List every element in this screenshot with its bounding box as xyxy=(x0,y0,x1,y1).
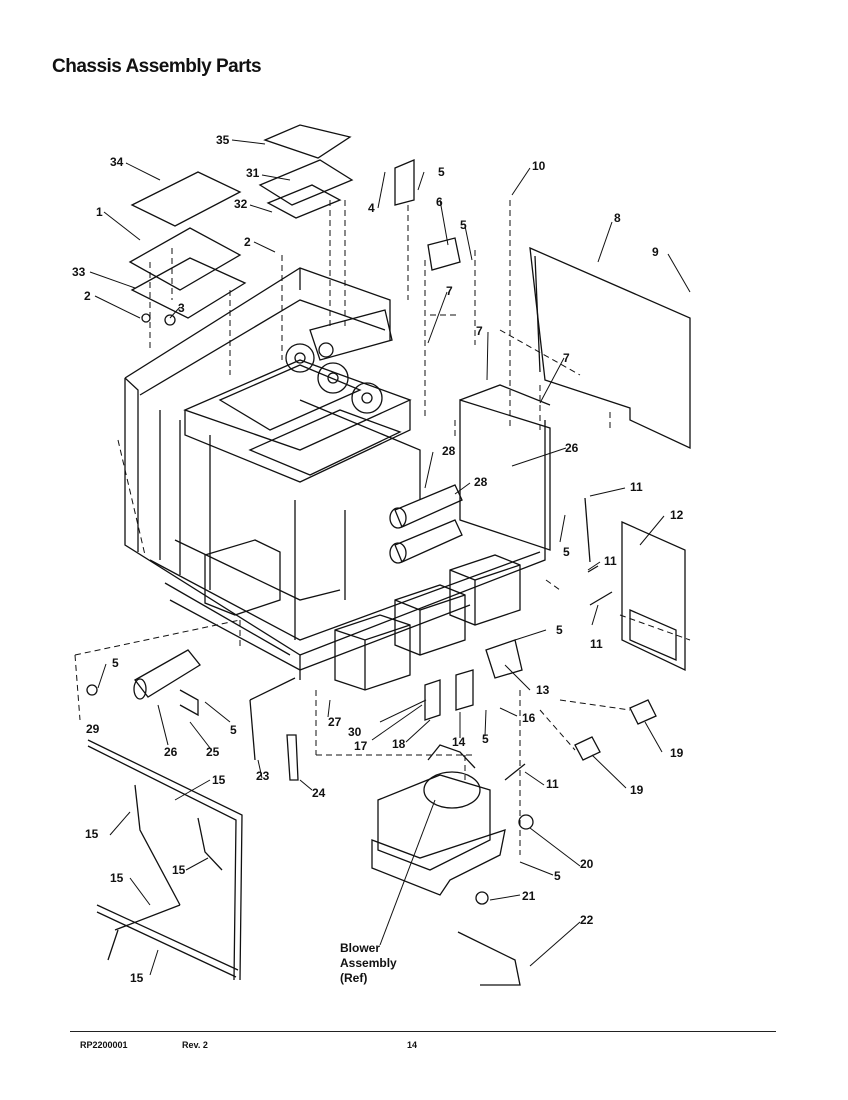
callout-28-upper: 28 xyxy=(442,444,456,458)
callout-11-mid: 11 xyxy=(604,554,617,568)
callout-7-left: 7 xyxy=(446,284,453,298)
callout-23: 23 xyxy=(256,769,270,783)
lamp-assembly xyxy=(133,649,201,717)
callout-35: 35 xyxy=(216,133,230,147)
callout-5-left: 5 xyxy=(112,656,119,670)
footer-rule xyxy=(70,1031,776,1032)
callout-34: 34 xyxy=(110,155,124,169)
callout-3: 3 xyxy=(178,301,185,315)
callout-11-lower: 11 xyxy=(590,637,603,651)
page-number: 14 xyxy=(407,1040,418,1050)
callout-5-bottom: 5 xyxy=(554,869,561,883)
callout-27: 27 xyxy=(328,715,342,729)
callout-15-top: 15 xyxy=(212,773,226,787)
page-title: Chassis Assembly Parts xyxy=(52,56,262,77)
callout-5-blower: 5 xyxy=(482,732,489,746)
callout-31: 31 xyxy=(246,166,260,180)
callout-12: 12 xyxy=(670,508,684,522)
lamp-housing xyxy=(183,309,412,483)
callout-26-upper: 26 xyxy=(565,441,579,455)
callout-14: 14 xyxy=(452,735,466,749)
callout-32: 32 xyxy=(234,197,248,211)
callout-15-mid: 15 xyxy=(172,863,186,877)
callout-2-lower: 2 xyxy=(84,289,91,303)
callout-19-left: 19 xyxy=(630,783,644,797)
callout-24: 24 xyxy=(312,786,326,800)
callout-22: 22 xyxy=(580,913,594,927)
rear-panel xyxy=(529,246,691,450)
callout-5-right: 5 xyxy=(563,545,570,559)
doc-number: RP2200001 xyxy=(80,1040,128,1050)
capacitors xyxy=(389,484,463,564)
callout-labels: 35 34 31 32 1 2 33 2 3 4 5 6 5 7 7 7 10 … xyxy=(72,133,684,985)
callout-28-lower: 28 xyxy=(474,475,488,489)
callout-15-lower: 15 xyxy=(110,871,124,885)
callout-7-mid: 7 xyxy=(476,324,483,338)
callout-26-lower: 26 xyxy=(164,745,178,759)
callout-18: 18 xyxy=(392,737,406,751)
callout-11-upper: 11 xyxy=(630,480,643,494)
callout-20: 20 xyxy=(580,857,594,871)
callout-5-center: 5 xyxy=(556,623,563,637)
callout-11-bottom: 11 xyxy=(546,777,559,791)
callout-25: 25 xyxy=(206,745,220,759)
callout-33: 33 xyxy=(72,265,86,279)
callout-16: 16 xyxy=(522,711,536,725)
small-hardware xyxy=(86,313,657,986)
divider-panel xyxy=(459,384,551,551)
callout-6: 6 xyxy=(436,195,443,209)
callout-5-mid: 5 xyxy=(460,218,467,232)
callout-8: 8 xyxy=(614,211,621,225)
blower-label-line1: Blower xyxy=(340,941,380,955)
callout-15-bottom: 15 xyxy=(130,971,144,985)
cabinet-frame xyxy=(124,267,546,680)
callout-4: 4 xyxy=(368,201,375,215)
callout-21: 21 xyxy=(522,889,536,903)
callout-15-left: 15 xyxy=(85,827,99,841)
callout-30: 30 xyxy=(348,725,362,739)
blower-label-line2: Assembly xyxy=(340,956,397,970)
callout-10: 10 xyxy=(532,159,546,173)
callout-17: 17 xyxy=(354,739,368,753)
frame-rails xyxy=(87,739,243,981)
revision: Rev. 2 xyxy=(182,1040,208,1050)
callout-9: 9 xyxy=(652,245,659,259)
blower-label-line3: (Ref) xyxy=(340,971,367,985)
callout-leaders xyxy=(89,139,691,976)
circuit-boards-top xyxy=(128,124,461,319)
blower-assembly xyxy=(371,744,506,896)
assembly-guide-lines xyxy=(74,200,691,855)
callout-19-right: 19 xyxy=(670,746,684,760)
control-board xyxy=(621,520,686,672)
callout-1: 1 xyxy=(96,205,103,219)
callout-13: 13 xyxy=(536,683,550,697)
callout-5-upper: 5 xyxy=(438,165,445,179)
callout-5-bracket: 5 xyxy=(230,723,237,737)
fan-gears xyxy=(285,342,383,414)
callout-7-right: 7 xyxy=(563,351,570,365)
callout-2-upper: 2 xyxy=(244,235,251,249)
callout-29: 29 xyxy=(86,722,100,736)
transformers xyxy=(204,539,521,691)
